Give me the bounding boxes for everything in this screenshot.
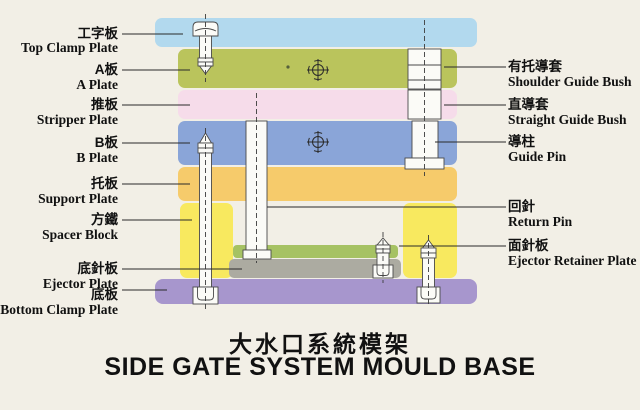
support-plate — [178, 167, 457, 201]
ejector-retainer-plate — [233, 245, 398, 258]
label-a-plate-en: A Plate — [76, 77, 118, 92]
label-b-plate-en: B Plate — [76, 150, 118, 165]
leader-lines — [122, 33, 506, 291]
label-ejector-retainer-plate-zh: 面針板 — [508, 238, 549, 253]
ejector-plate — [229, 259, 401, 278]
label-straight-guide-bush-en: Straight Guide Bush — [508, 112, 627, 127]
label-top-clamp-plate-en: Top Clamp Plate — [20, 40, 118, 55]
crosshair-symbol-a-plate — [307, 59, 329, 81]
label-a-plate-zh: A板 — [94, 62, 118, 77]
label-return-pin-zh: 回針 — [508, 199, 535, 214]
spacer-block-right — [403, 203, 457, 278]
label-b-plate-zh: B板 — [94, 135, 118, 150]
label-ejector-plate-zh: 底針板 — [77, 261, 119, 276]
label-support-plate-en: Support Plate — [38, 191, 118, 206]
return-pin — [242, 120, 272, 260]
label-stripper-plate-en: Stripper Plate — [36, 112, 118, 127]
title-english: SIDE GATE SYSTEM MOULD BASE — [104, 353, 536, 381]
label-top-clamp-plate-zh: 工字板 — [77, 26, 119, 41]
label-bottom-clamp-plate-en: Bottom Clamp Plate — [0, 302, 118, 317]
label-ejector-plate-en: Ejector Plate — [42, 276, 118, 291]
label-straight-guide-bush-zh: 直導套 — [508, 97, 549, 112]
label-guide-pin-en: Guide Pin — [508, 149, 567, 164]
label-support-plate-zh: 托板 — [91, 176, 118, 191]
bottom-clamp-plate — [155, 279, 477, 304]
label-stripper-plate-zh: 推板 — [91, 97, 118, 112]
label-guide-pin-zh: 導柱 — [508, 134, 535, 149]
label-ejector-retainer-plate-en: Ejector Retainer Plate — [508, 253, 637, 268]
label-return-pin-en: Return Pin — [508, 214, 573, 229]
print-speck — [286, 65, 290, 69]
title-chinese: 大水口系統模架 — [229, 331, 411, 357]
label-spacer-block-en: Spacer Block — [42, 227, 118, 242]
label-shoulder-guide-bush-en: Shoulder Guide Bush — [508, 74, 632, 89]
top-clamp-plate — [155, 18, 477, 47]
guide-pin — [411, 120, 439, 159]
label-shoulder-guide-bush-zh: 有托導套 — [508, 59, 562, 74]
label-bottom-clamp-plate-zh: 底板 — [91, 287, 118, 302]
label-spacer-block-zh: 方鐵 — [91, 212, 118, 227]
stripper-plate — [178, 90, 457, 119]
crosshair-symbol-b-plate — [307, 131, 329, 153]
centerlines — [205, 14, 429, 310]
